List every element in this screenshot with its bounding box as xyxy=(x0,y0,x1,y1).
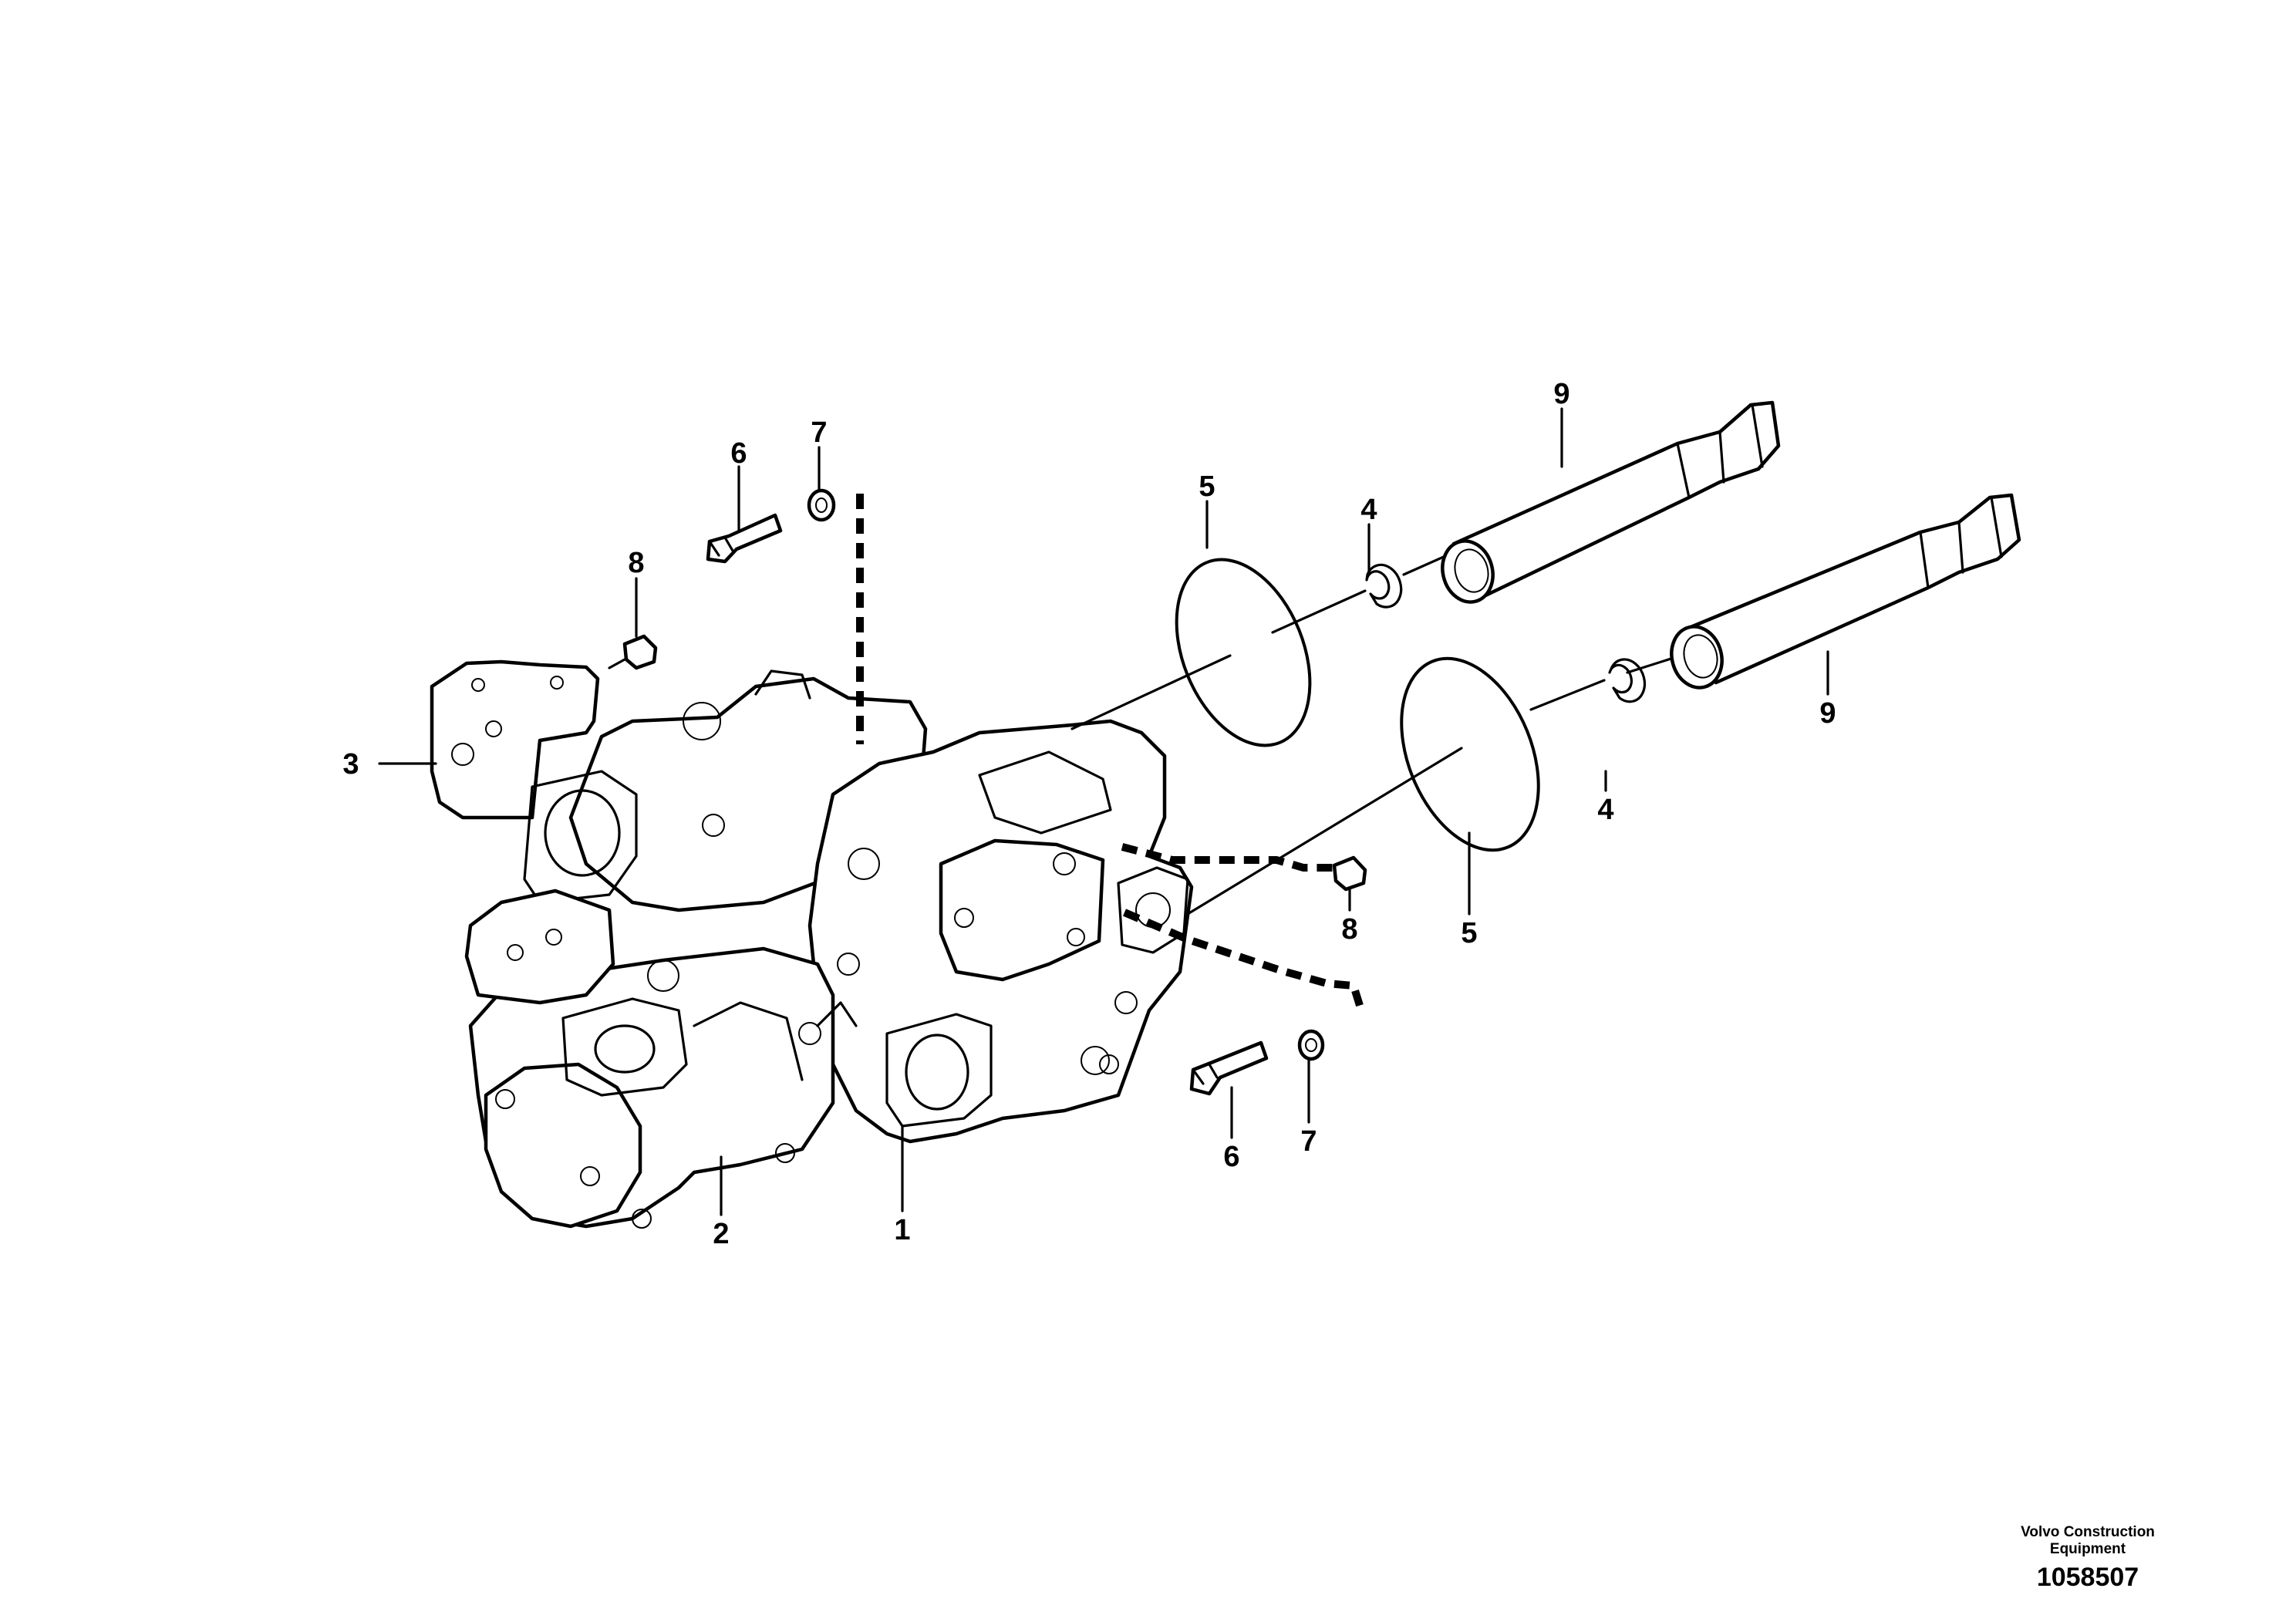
publisher-name: Volvo Construction xyxy=(2021,1524,2155,1540)
washer-7-lower xyxy=(1297,1029,1325,1061)
pump-nameplate xyxy=(978,750,1112,835)
callout-4-lower: 4 xyxy=(1597,794,1613,826)
callout-5-lower: 5 xyxy=(1461,917,1477,949)
o-ring-5-lower xyxy=(1400,656,1540,852)
callout-8-lower: 8 xyxy=(1341,913,1357,946)
washer-7-upper xyxy=(807,488,836,522)
snap-ring-4-lower xyxy=(1608,658,1647,703)
o-ring-5-upper xyxy=(1175,558,1312,747)
callout-2: 2 xyxy=(713,1218,729,1250)
illustration-number: 1058507 xyxy=(2036,1563,2139,1592)
shaft-9-lower xyxy=(1670,493,2021,690)
snap-ring-4-upper xyxy=(1365,563,1403,609)
callout-7-lower: 7 xyxy=(1300,1125,1317,1158)
callout-9-lower: 9 xyxy=(1819,697,1836,730)
auxiliary-pump-cover xyxy=(484,1062,642,1229)
assembly-alignment-dashes xyxy=(856,494,1365,1012)
drive-flange xyxy=(1117,866,1189,954)
axis-line-lower xyxy=(1186,747,1463,916)
publisher-name-line2: Equipment xyxy=(2049,1541,2126,1557)
illustration-footer: Volvo Construction Equipment 1058507 xyxy=(1926,1524,2250,1593)
auxiliary-valve-block xyxy=(464,889,615,1005)
callout-8-upper: 8 xyxy=(628,547,644,579)
auxiliary-port-flange xyxy=(561,997,688,1097)
callout-labels: 3 2 1 6 7 8 5 4 9 5 4 9 8 6 7 xyxy=(342,378,1836,1250)
callout-7-upper: 7 xyxy=(811,416,827,449)
hydraulic-pump-assembly xyxy=(430,659,1194,1229)
callout-6-upper: 6 xyxy=(730,437,747,470)
pressure-port-flange-front xyxy=(885,1013,993,1128)
shaft-9-upper xyxy=(1441,400,1781,604)
callout-5-upper: 5 xyxy=(1199,470,1215,503)
bolt-6-lower xyxy=(1189,1040,1269,1096)
fitting-8-upper xyxy=(608,634,658,670)
callout-3: 3 xyxy=(342,748,359,781)
fitting-8-lower xyxy=(1332,855,1367,892)
axis-line-upper xyxy=(1070,654,1232,730)
callout-4-upper: 4 xyxy=(1360,494,1377,526)
callout-1: 1 xyxy=(894,1214,910,1246)
bolt-6-upper xyxy=(706,513,783,564)
pressure-port-flange-rear xyxy=(523,770,638,904)
control-valve-block-3 xyxy=(430,659,600,820)
control-valve-block-1 xyxy=(939,838,1105,982)
callout-9-upper: 9 xyxy=(1553,378,1569,410)
callout-6-lower: 6 xyxy=(1223,1141,1239,1173)
